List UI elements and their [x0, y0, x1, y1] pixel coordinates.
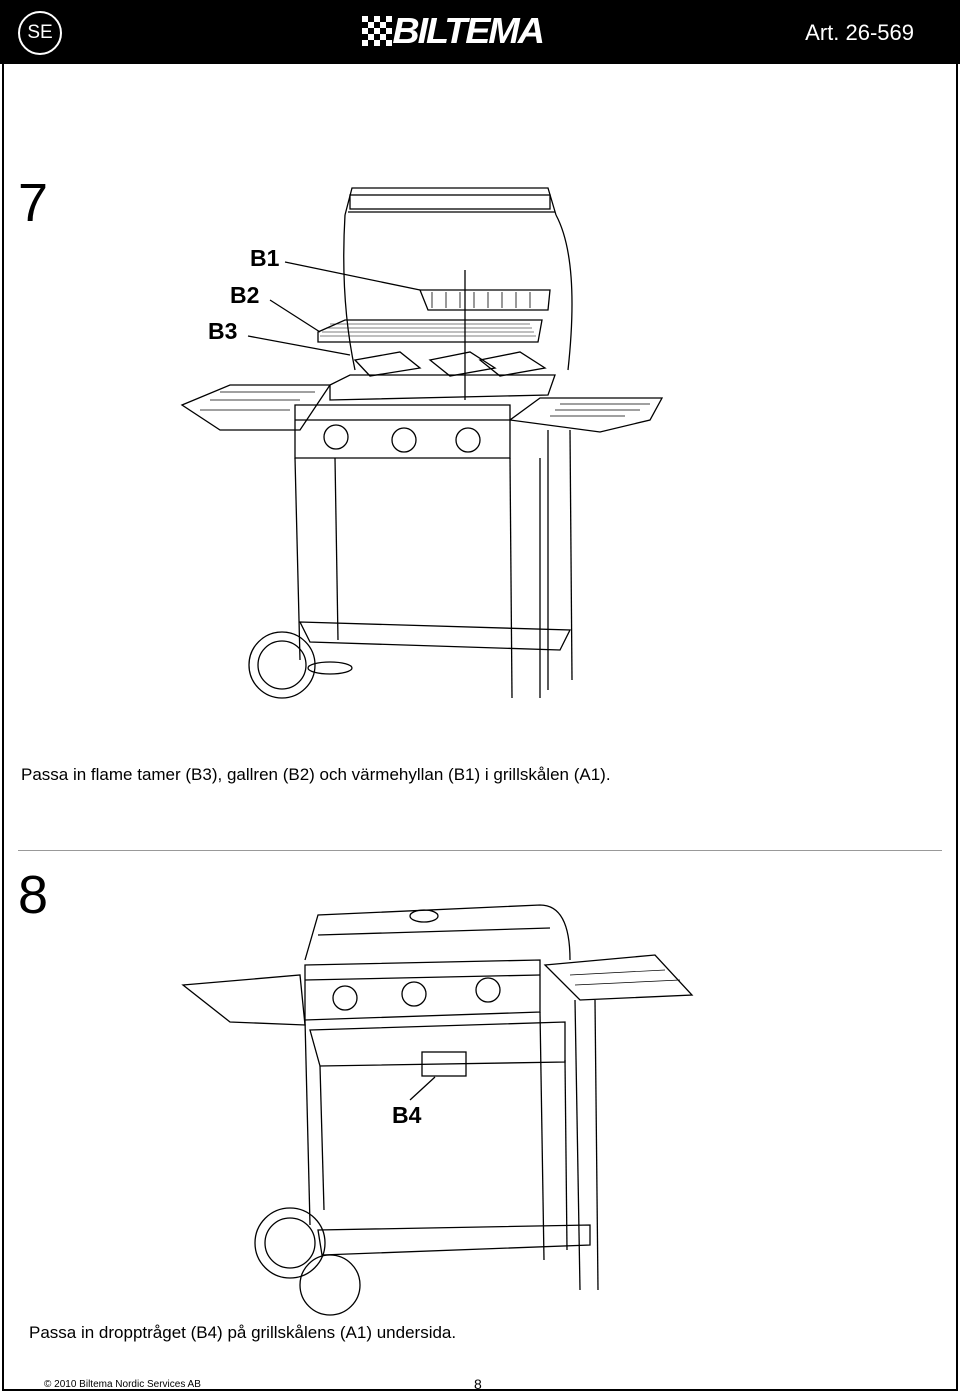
- callout-b4: B4: [392, 1102, 422, 1128]
- biltema-logo: BILTEMA: [362, 10, 545, 51]
- section-divider: [18, 850, 942, 851]
- callout-b1: B1: [250, 245, 280, 271]
- grill-open-lid-illustration: [180, 187, 664, 699]
- step-7-number: 7: [18, 173, 49, 233]
- checkered-flag-icon: [362, 16, 392, 46]
- header-bar: SE BILTEMA Art. 26-569: [0, 0, 960, 64]
- step-7-caption: Passa in flame tamer (B3), gallren (B2) …: [21, 765, 611, 784]
- language-badge: SE: [18, 11, 62, 55]
- logo-text: BILTEMA: [392, 10, 545, 51]
- page-frame: [2, 64, 958, 1391]
- step-8-number: 8: [18, 865, 49, 925]
- grill-closed-lid-illustration: [181, 904, 694, 1316]
- article-number: Art. 26-569: [805, 20, 914, 45]
- footer-page-number: 8: [474, 1376, 482, 1392]
- footer-copyright: © 2010 Biltema Nordic Services AB: [44, 1379, 201, 1390]
- step-8-caption: Passa in dropptråget (B4) på grillskålen…: [29, 1323, 457, 1342]
- callout-b2: B2: [230, 282, 260, 308]
- callout-b3: B3: [208, 318, 238, 344]
